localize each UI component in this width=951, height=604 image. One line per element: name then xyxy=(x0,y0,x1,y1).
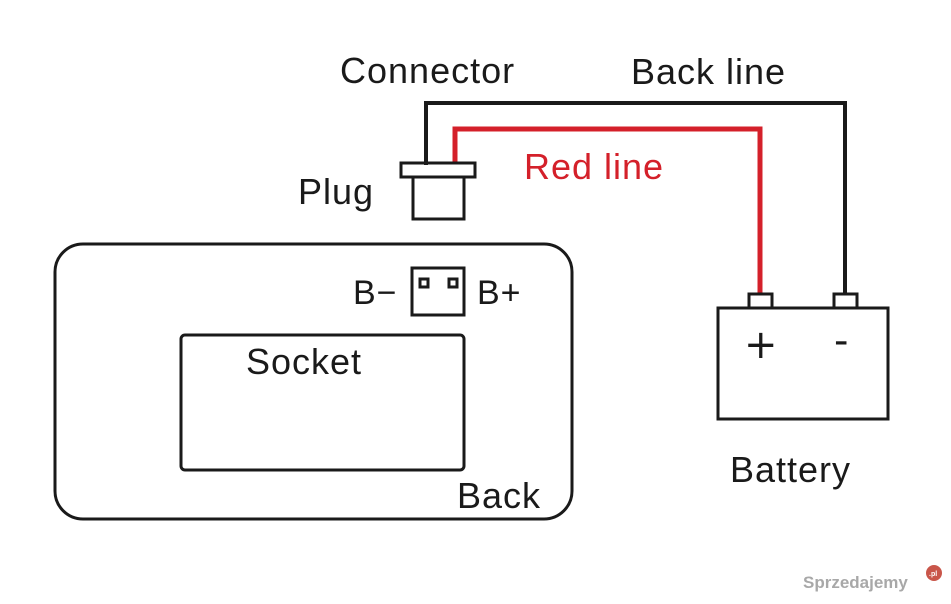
back-line-label: Back line xyxy=(631,51,786,92)
b-plus-label: B+ xyxy=(477,274,522,312)
b-minus-label: B− xyxy=(353,274,398,312)
socket-rect xyxy=(179,333,466,472)
red-line-label: Red line xyxy=(524,146,664,187)
watermark-brand: Sprzedajemy xyxy=(803,573,908,592)
watermark-badge-icon xyxy=(926,565,942,581)
battery-label: Battery xyxy=(730,449,851,490)
battery xyxy=(716,292,890,421)
watermark-tld: .pl xyxy=(929,571,937,578)
connector-label: Connector xyxy=(340,50,515,91)
socket-label: Socket xyxy=(246,341,362,382)
red-line-wire xyxy=(452,126,763,294)
device-body xyxy=(53,242,574,521)
plus-terminal-label: + xyxy=(744,322,778,368)
back-label: Back xyxy=(457,475,541,516)
back-line-wire xyxy=(424,101,847,294)
battery-body xyxy=(716,306,890,421)
plug xyxy=(399,161,477,221)
watermark: Sprzedajemy .pl xyxy=(803,565,942,592)
connector-port xyxy=(410,266,466,317)
plug-label: Plug xyxy=(298,171,374,212)
minus-terminal-label: - xyxy=(834,318,848,364)
